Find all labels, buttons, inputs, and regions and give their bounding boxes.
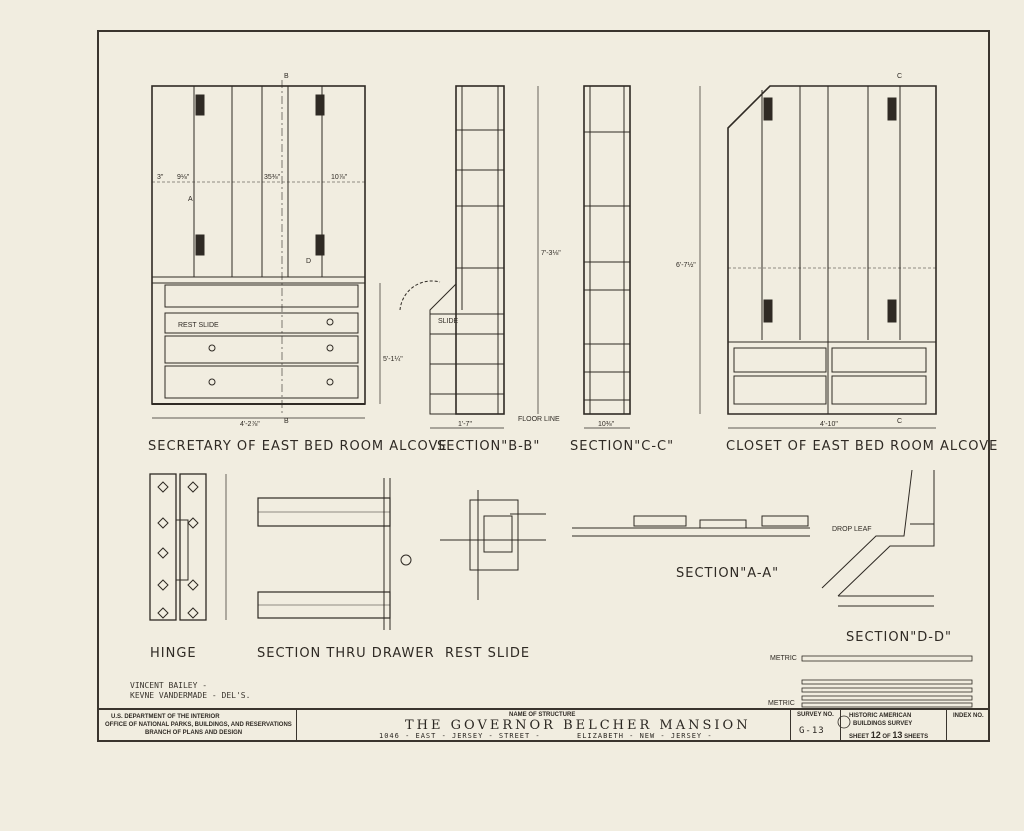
secretary-elevation bbox=[151, 80, 381, 419]
sheet-prefix: SHEET bbox=[849, 734, 870, 740]
survey-label: SURVEY NO. bbox=[797, 712, 834, 718]
agency-line-1: U.S. DEPARTMENT OF THE INTERIOR bbox=[111, 714, 220, 720]
title-block: U.S. DEPARTMENT OF THE INTERIOR OFFICE O… bbox=[99, 708, 988, 740]
title-section-dd: SECTION"D-D" bbox=[846, 630, 952, 645]
title-section-bb: SECTION"B-B" bbox=[437, 439, 541, 454]
section-cc bbox=[583, 85, 631, 429]
sheet-count: SHEET 12 OF 13 SHEETS bbox=[849, 730, 928, 740]
dim-cc-depth: 10⅜" bbox=[598, 421, 615, 428]
dim-closet-width: 4'-10" bbox=[820, 421, 838, 428]
drop-leaf-label: DROP LEAF bbox=[832, 526, 872, 533]
habs-line-2: BUILDINGS SURVEY bbox=[853, 721, 913, 727]
metric-label-bottom: METRIC bbox=[768, 700, 795, 707]
index-cell: INDEX NO. bbox=[947, 710, 988, 740]
dim-bb-depth: 1'-7" bbox=[458, 421, 472, 428]
sheet-number: 12 bbox=[870, 730, 881, 740]
metric-label-top: METRIC bbox=[770, 655, 797, 662]
title-rest-slide: REST SLIDE bbox=[445, 646, 531, 661]
slide-label: SLIDE bbox=[438, 318, 459, 325]
survey-seal bbox=[837, 715, 851, 729]
rest-slide-detail bbox=[440, 490, 546, 600]
habs-cell: HISTORIC AMERICAN BUILDINGS SURVEY SHEET… bbox=[841, 710, 947, 740]
section-dd bbox=[821, 469, 935, 607]
survey-cell: SURVEY NO. G-13 bbox=[791, 710, 841, 740]
index-label: INDEX NO. bbox=[953, 713, 984, 719]
dim-sec-top3: 35⅜" bbox=[264, 174, 281, 181]
scale-bars bbox=[801, 655, 973, 708]
agency-line-2: OFFICE OF NATIONAL PARKS, BUILDINGS, AND… bbox=[105, 722, 292, 728]
section-bb bbox=[399, 85, 539, 429]
dim-sec-height: 5'-1¼" bbox=[383, 356, 403, 363]
title-section-cc: SECTION"C-C" bbox=[570, 439, 675, 454]
title-secretary: SECRETARY OF EAST BED ROOM ALCOVE bbox=[148, 439, 448, 454]
structure-name-label: NAME OF STRUCTURE bbox=[509, 712, 576, 718]
dim-closet-height: 6'-7½" bbox=[676, 262, 696, 269]
credit-line-2: KEVNE VANDERMADE - DEL'S. bbox=[130, 691, 251, 700]
agency-cell: U.S. DEPARTMENT OF THE INTERIOR OFFICE O… bbox=[99, 710, 297, 740]
title-hinge: HINGE bbox=[150, 646, 197, 661]
section-mark-c-top: C bbox=[897, 73, 903, 80]
structure-cell: NAME OF STRUCTURE THE GOVERNOR BELCHER M… bbox=[297, 710, 791, 740]
title-closet: CLOSET OF EAST BED ROOM ALCOVE bbox=[726, 439, 999, 454]
title-section-aa: SECTION"A-A" bbox=[676, 566, 780, 581]
dim-sec-top4: 10⅞" bbox=[331, 174, 348, 181]
survey-number: G-13 bbox=[799, 726, 825, 736]
dim-sec-top2: 9⅛" bbox=[177, 174, 190, 181]
structure-address: 1046 - EAST - JERSEY - STREET - bbox=[379, 732, 541, 740]
structure-city: ELIZABETH - NEW - JERSEY - bbox=[577, 732, 713, 740]
section-mark-b-bottom: B bbox=[284, 418, 289, 425]
closet-elevation bbox=[699, 85, 937, 429]
hinge-detail bbox=[149, 473, 227, 621]
floor-line-label: FLOOR LINE bbox=[518, 416, 560, 423]
dim-sec-width: 4'-2⅞" bbox=[240, 421, 260, 428]
section-mark-d: D bbox=[306, 258, 312, 265]
section-mark-b-top: B bbox=[284, 73, 289, 80]
structure-title: THE GOVERNOR BELCHER MANSION bbox=[405, 718, 751, 733]
section-mark-c-bottom: C bbox=[897, 418, 903, 425]
sheet-of: OF bbox=[882, 734, 891, 740]
agency-line-3: BRANCH OF PLANS AND DESIGN bbox=[145, 730, 243, 736]
rest-slide-label: REST SLIDE bbox=[178, 322, 219, 329]
border-frame bbox=[97, 30, 990, 742]
habs-line-1: HISTORIC AMERICAN bbox=[849, 713, 912, 719]
dim-bb-height: 7'-3⅛" bbox=[541, 250, 561, 257]
sheet-suffix: SHEETS bbox=[904, 734, 929, 740]
section-aa bbox=[572, 515, 810, 537]
sheet-total: 13 bbox=[892, 730, 903, 740]
section-mark-a: A bbox=[188, 196, 193, 203]
credit-line-1: VINCENT BAILEY - bbox=[130, 681, 208, 690]
title-drawer: SECTION THRU DRAWER bbox=[257, 646, 435, 661]
drawer-section bbox=[257, 478, 412, 630]
dim-sec-top1: 3" bbox=[157, 174, 164, 181]
